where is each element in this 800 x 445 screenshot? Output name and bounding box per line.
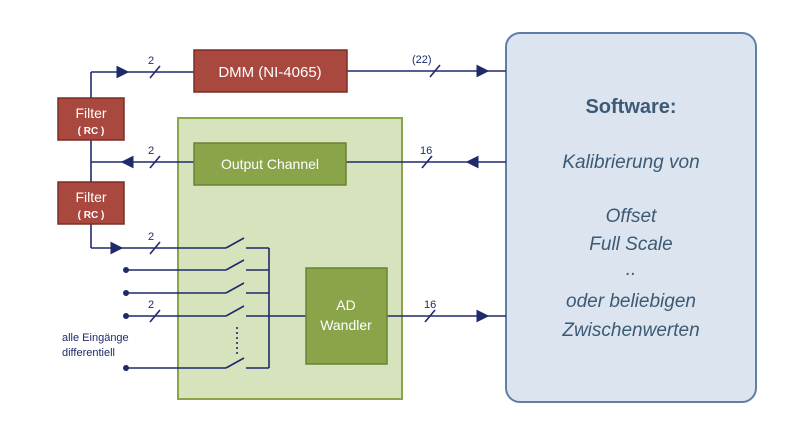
bus-label-ad-out: 16: [424, 299, 436, 311]
dmm-label: DMM (NI-4065): [218, 64, 321, 81]
output-channel-block: [193, 142, 347, 186]
input-terminal: [123, 313, 129, 319]
software-title: Software:: [585, 96, 676, 118]
filter-2-subtitle: ( RC ): [78, 210, 105, 221]
software-box: [505, 32, 757, 403]
software-line-5: oder beliebigen: [566, 291, 696, 312]
input-terminal: [123, 267, 129, 273]
output-channel-label: Output Channel: [221, 156, 319, 172]
software-line-1: Kalibrierung von: [562, 152, 699, 173]
software-line-6: Zwischenwerten: [561, 320, 699, 341]
filter-1-title: Filter: [75, 105, 106, 121]
note-line2: differentiell: [62, 347, 115, 359]
software-line-4: ..: [626, 259, 637, 280]
software-line-2: Offset: [606, 206, 657, 227]
input-terminal: [123, 365, 129, 371]
software-line-3: Full Scale: [589, 234, 672, 255]
input-terminal: [123, 290, 129, 296]
bus-label-out-ch-right: 16: [420, 145, 432, 157]
bus-label-dmm-out: (22): [412, 54, 432, 66]
bus-label-sw-mid: 2: [148, 299, 154, 311]
ad-wandler-block: [305, 267, 388, 365]
filter-1-subtitle: ( RC ): [78, 126, 105, 137]
filter-2-title: Filter: [75, 189, 106, 205]
filter-block-2: [57, 181, 125, 225]
ad-label-line1: AD: [336, 297, 355, 313]
note-line1: alle Eingänge: [62, 332, 129, 344]
dmm-block: [193, 49, 348, 93]
bus-label-sw-top: 2: [148, 231, 154, 243]
bus-label-out-ch-left: 2: [148, 145, 154, 157]
filter-block-1: [57, 97, 125, 141]
bus-label-dmm-in: 2: [148, 55, 154, 67]
ad-label-line2: Wandler: [320, 317, 372, 333]
